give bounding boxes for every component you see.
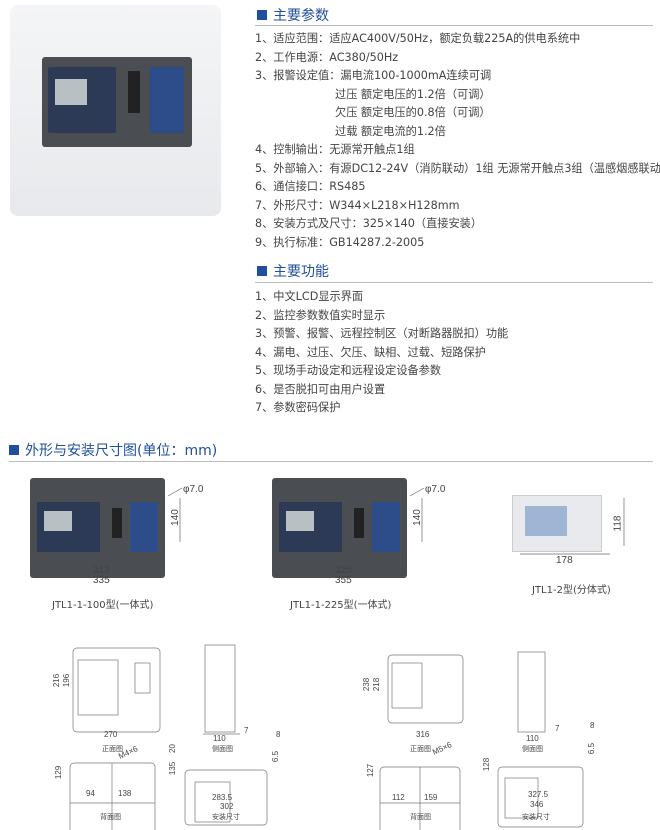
param-item: 7、外形尺寸：W344×L218×H128mm <box>255 198 460 212</box>
dim-label: 127 <box>366 763 376 778</box>
square-bullet-icon <box>257 10 267 20</box>
model-225-image <box>272 478 407 578</box>
dim-label: 238 <box>362 677 372 692</box>
param-item: 2、工作电源：AC380/50Hz <box>255 50 399 64</box>
divider <box>255 282 653 283</box>
dim-140: 140 <box>411 509 423 526</box>
divider <box>9 461 653 462</box>
dimensions-heading: 外形与安装尺寸图(单位：mm) <box>9 440 217 460</box>
dim-label: 270 <box>104 730 118 739</box>
dim-label: 327.5 <box>528 790 549 799</box>
function-item: 6、是否脱扣可由用户设置 <box>255 382 386 396</box>
param-item: 9、执行标准：GB14287.2-2005 <box>255 235 425 249</box>
view-label: 侧面图 <box>212 745 233 753</box>
dim-label: 6.5 <box>271 750 281 763</box>
dim-label: 7 <box>244 726 249 735</box>
dim-335: 335 <box>93 575 110 586</box>
param-item: 8、安装方式及尺寸：325×140（直接安装） <box>255 217 483 230</box>
dim-325: 325 <box>335 565 352 576</box>
dim-label: 196 <box>62 673 72 688</box>
dim-label: 6.5 <box>587 742 597 755</box>
dim-label: 346 <box>530 800 544 809</box>
param-item: 过载 额定电流的1.2倍 <box>335 124 446 138</box>
view-label: 正面图 <box>102 745 123 753</box>
dimensions-title: 外形与安装尺寸图(单位：mm) <box>25 443 218 459</box>
dim-hole: φ7.0 <box>183 484 204 495</box>
dim-label: 110 <box>526 734 539 743</box>
view-label: 侧面图 <box>522 745 543 753</box>
model-225-caption: JTL1-1-225型(一体式) <box>290 600 392 611</box>
dim-label: 159 <box>424 793 438 802</box>
dim-label: 316 <box>416 730 430 739</box>
dim-label: 7 <box>555 724 560 733</box>
function-item: 7、参数密码保护 <box>255 401 341 414</box>
dim-355: 355 <box>335 575 352 586</box>
device-image <box>42 57 192 147</box>
view-label: 背面图 <box>100 813 121 821</box>
params-heading: 主要参数 <box>257 5 329 25</box>
function-item: 2、监控参数数值实时显示 <box>255 308 386 322</box>
dim-label: 138 <box>118 789 132 798</box>
function-item: 3、预警、报警、远程控制区（对断路器脱扣）功能 <box>255 327 509 340</box>
divider <box>255 25 653 26</box>
dim-label: 283.5 <box>212 793 233 802</box>
view-label: 背面图 <box>410 813 431 821</box>
dim-label: 20 <box>167 744 177 753</box>
model-2-image <box>512 495 602 552</box>
params-list: 1、适应范围：适应AC400V/50Hz，额定负载225A的供电系统中 2、工作… <box>255 30 660 252</box>
view-label: 安装尺寸 <box>522 813 550 821</box>
dim-label: 110 <box>213 734 226 743</box>
dim-hole: φ7.0 <box>425 484 446 495</box>
view-label: 正面图 <box>410 745 431 753</box>
view-label: 安装尺寸 <box>212 813 240 821</box>
param-item: 4、控制输出：无源常开触点1组 <box>255 143 415 156</box>
model-dimension-lines <box>167 487 625 555</box>
dim-label: 8 <box>590 721 595 730</box>
dim-118: 118 <box>612 515 624 532</box>
model-100-caption: JTL1-1-100型(一体式) <box>52 600 154 611</box>
square-bullet-icon <box>257 266 267 276</box>
dim-178: 178 <box>556 555 573 566</box>
param-item: 6、通信接口：RS485 <box>255 180 366 193</box>
dim-label: 128 <box>482 757 492 772</box>
params-title: 主要参数 <box>273 8 329 24</box>
dim-label: 8 <box>276 730 281 739</box>
dim-label: 216 <box>52 673 62 688</box>
param-item: 过压 额定电压的1.2倍（可调） <box>335 87 491 101</box>
function-item: 5、现场手动设定和远程设定设备参数 <box>255 364 442 377</box>
model-2-caption: JTL1-2型(分体式) <box>532 585 611 596</box>
functions-list: 1、中文LCD显示界面 2、监控参数数值实时显示 3、预警、报警、远程控制区（对… <box>255 288 508 418</box>
dim-label: 218 <box>372 677 382 692</box>
technical-drawings <box>69 644 584 830</box>
product-photo-card <box>10 5 221 216</box>
dim-label: 129 <box>54 765 64 780</box>
dim-label: 302 <box>220 802 234 811</box>
model-100-image <box>30 478 165 578</box>
square-bullet-icon <box>9 445 19 455</box>
param-item: 欠压 额定电压的0.8倍（可调） <box>335 106 491 119</box>
param-item: 1、适应范围：适应AC400V/50Hz，额定负载225A的供电系统中 <box>255 32 581 45</box>
dim-label: 135 <box>168 761 178 776</box>
functions-title: 主要功能 <box>273 264 329 280</box>
function-item: 4、漏电、过压、欠压、缺相、过载、短路保护 <box>255 345 486 359</box>
function-item: 1、中文LCD显示界面 <box>255 290 364 303</box>
dim-313: 313 <box>93 565 110 576</box>
dim-label: 112 <box>392 793 405 802</box>
param-item: 5、外部输入：有源DC12-24V（消防联动）1组 无源常开触点3组（温感烟感联… <box>255 161 660 175</box>
dim-140: 140 <box>169 509 181 526</box>
dim-label: 94 <box>86 789 95 798</box>
functions-heading: 主要功能 <box>257 261 329 281</box>
param-item: 3、报警设定值：漏电流100-1000mA连续可调 <box>255 69 492 82</box>
